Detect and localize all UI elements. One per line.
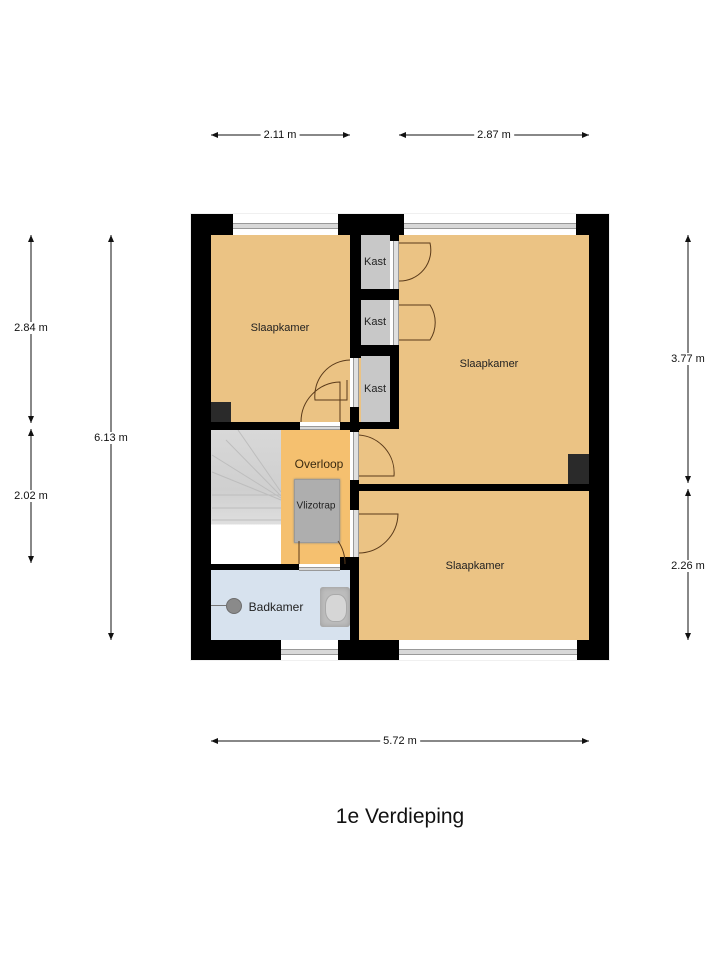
wall-kast-1-2 bbox=[361, 289, 399, 300]
vlizotrap-hatch bbox=[294, 479, 340, 543]
wall-north-b bbox=[338, 214, 404, 235]
dim-top-right: 2.87 m bbox=[474, 129, 514, 141]
label-vlizotrap: Vlizotrap bbox=[296, 500, 336, 512]
stairs bbox=[211, 430, 281, 564]
dim-right-lower: 2.26 m bbox=[668, 560, 708, 572]
window-north-nw bbox=[233, 214, 338, 235]
wall-nw-south-b bbox=[340, 422, 360, 430]
label-slaapkamer-nw: Slaapkamer bbox=[250, 322, 310, 334]
dim-top-left: 2.11 m bbox=[260, 129, 300, 141]
wall-west bbox=[191, 214, 211, 660]
wall-north-c bbox=[576, 214, 609, 235]
dim-left-upper: 2.84 m bbox=[11, 322, 51, 334]
door-frame-bath bbox=[299, 564, 340, 571]
door-frame-ne bbox=[350, 432, 360, 480]
room-kast-1 bbox=[361, 235, 390, 289]
wall-nw-south-a bbox=[211, 422, 300, 430]
room-kast-3 bbox=[361, 356, 390, 422]
label-kast-1: Kast bbox=[363, 256, 387, 268]
label-badkamer: Badkamer bbox=[248, 600, 304, 614]
window-north-ne bbox=[404, 214, 576, 235]
wall-bath-east bbox=[350, 557, 359, 640]
wall-kast-3-south bbox=[359, 422, 399, 429]
dim-left-lower: 2.02 m bbox=[11, 490, 51, 502]
chimney-nw bbox=[211, 402, 231, 422]
door-frame-nw bbox=[300, 422, 340, 430]
floor-title: 1e Verdieping bbox=[335, 805, 465, 828]
dim-bottom-total: 5.72 m bbox=[380, 735, 420, 747]
sink-icon bbox=[320, 587, 350, 627]
wall-south-b bbox=[338, 640, 399, 660]
wall-ne-se bbox=[359, 484, 589, 491]
label-kast-2: Kast bbox=[363, 316, 387, 328]
wall-north-a bbox=[191, 214, 233, 235]
window-south-bath bbox=[281, 640, 338, 660]
window-south-se bbox=[399, 640, 577, 660]
door-frame-kast-2 bbox=[390, 300, 400, 345]
room-kast-2 bbox=[361, 300, 390, 345]
label-overloop: Overloop bbox=[294, 457, 344, 471]
dim-left-total: 6.13 m bbox=[91, 432, 131, 444]
wall-kast-2-3 bbox=[361, 345, 399, 356]
wall-kast-3-east bbox=[390, 345, 399, 429]
room-slaapkamer-se bbox=[359, 491, 589, 640]
wall-kast-edge bbox=[390, 235, 399, 241]
wall-stub-a bbox=[350, 407, 359, 432]
wall-south-a bbox=[191, 640, 281, 660]
label-slaapkamer-se: Slaapkamer bbox=[445, 560, 505, 572]
dim-right-upper: 3.77 m bbox=[668, 353, 708, 365]
door-frame-kast-3 bbox=[350, 358, 360, 407]
door-frame-se bbox=[350, 510, 360, 557]
chimney-ne bbox=[568, 454, 589, 484]
room-slaapkamer-ne bbox=[399, 235, 589, 484]
room-slaapkamer-nw bbox=[211, 235, 350, 422]
wall-overloop-east bbox=[350, 480, 359, 510]
wall-east bbox=[589, 214, 609, 660]
wall-nw-east bbox=[350, 235, 361, 358]
wall-bath-north-a bbox=[211, 564, 299, 570]
label-kast-3: Kast bbox=[363, 383, 387, 395]
shower-pipe bbox=[211, 605, 226, 606]
shower-drain-icon bbox=[226, 598, 242, 614]
label-slaapkamer-ne: Slaapkamer bbox=[459, 358, 519, 370]
door-frame-kast-1 bbox=[390, 241, 400, 289]
wall-south-c bbox=[577, 640, 609, 660]
